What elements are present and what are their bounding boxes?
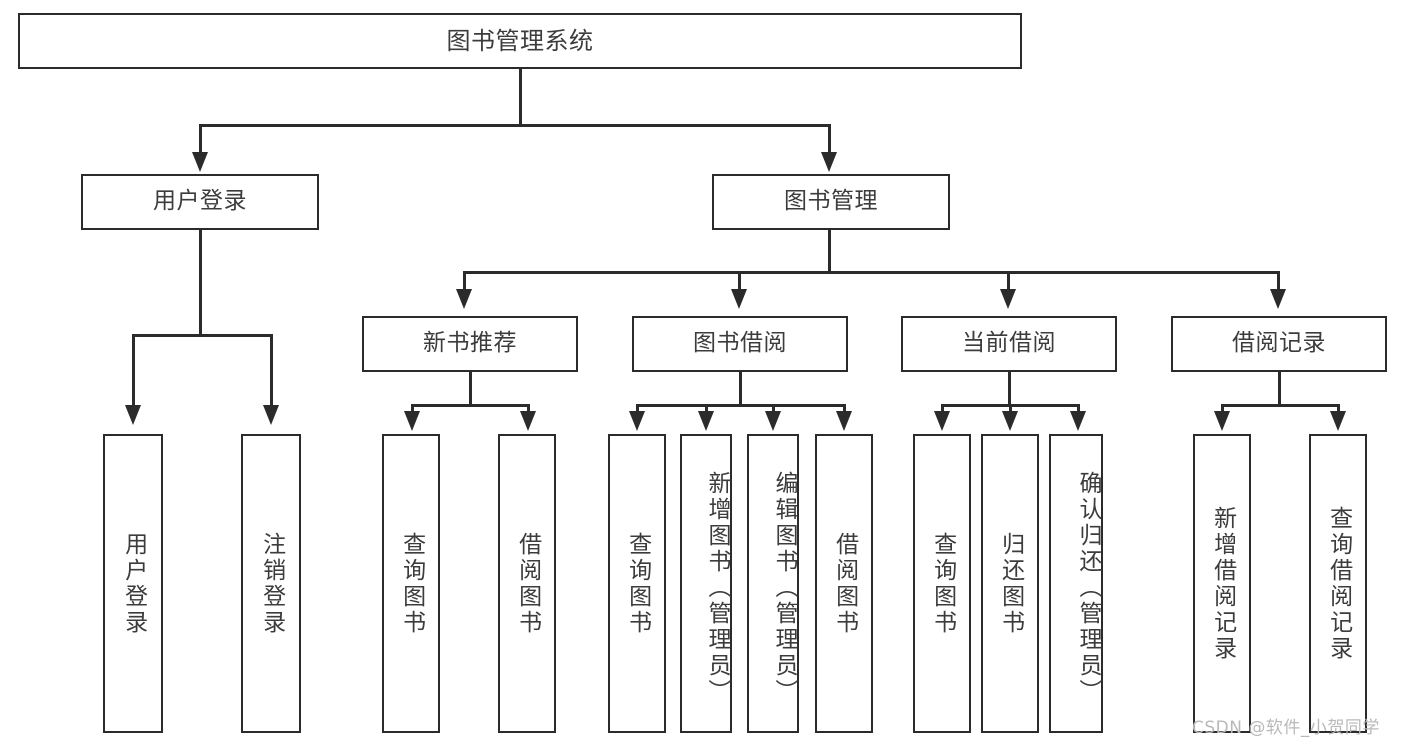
connector-new-book-trunk <box>469 372 472 406</box>
arrowhead-book-mgmt <box>821 152 837 172</box>
connector-borrow-record-to-leaf-1 <box>1221 404 1224 416</box>
node-book-borrow[interactable]: 图书借阅 <box>632 316 848 372</box>
arrowhead-current-borrow-leaf-2 <box>1002 411 1018 431</box>
leaf-borrow-add-book-admin[interactable]: 新增图书（管理员） <box>680 434 732 733</box>
arrowhead-current-borrow-leaf-1 <box>934 411 950 431</box>
node-book-management[interactable]: 图书管理 <box>712 174 950 230</box>
arrowhead-user-login <box>192 152 208 172</box>
arrowhead-new-book-recommend <box>456 289 472 309</box>
connector-book-borrow-trunk <box>739 372 742 406</box>
connector-user-login-bus <box>132 334 272 337</box>
connector-borrow-record-trunk <box>1278 372 1281 406</box>
leaf-borrow-query-book[interactable]: 查询图书 <box>608 434 666 733</box>
connector-book-borrow-bus <box>636 404 845 407</box>
connector-current-borrow-to-leaf-1 <box>941 404 944 416</box>
arrowhead-book-borrow <box>731 289 747 309</box>
leaf-logout[interactable]: 注销登录 <box>241 434 301 733</box>
connector-book-mgmt-to-child-3 <box>1007 271 1010 293</box>
connector-current-borrow-to-leaf-2 <box>1009 404 1012 416</box>
connector-book-borrow-to-leaf-3 <box>772 404 775 416</box>
arrowhead-new-book-leaf-1 <box>404 411 420 431</box>
node-root-system[interactable]: 图书管理系统 <box>18 13 1022 69</box>
connector-user-login-to-leaf-1 <box>132 334 135 410</box>
connector-book-mgmt-bus <box>463 271 1279 274</box>
arrowhead-book-borrow-leaf-3 <box>765 411 781 431</box>
connector-user-login-to-leaf-2 <box>270 334 273 410</box>
connector-current-borrow-trunk <box>1008 372 1011 406</box>
connector-book-mgmt-to-child-2 <box>738 271 741 293</box>
node-current-borrow[interactable]: 当前借阅 <box>901 316 1117 372</box>
connector-current-borrow-to-leaf-3 <box>1077 404 1080 416</box>
leaf-borrow-borrow-book[interactable]: 借阅图书 <box>815 434 873 733</box>
arrowhead-borrow-record-leaf-1 <box>1214 411 1230 431</box>
connector-book-borrow-to-leaf-4 <box>843 404 846 416</box>
connector-book-mgmt-to-child-4 <box>1277 271 1280 293</box>
connector-book-borrow-to-leaf-2 <box>705 404 708 416</box>
arrowhead-book-borrow-leaf-1 <box>629 411 645 431</box>
connector-root-bus <box>199 124 831 127</box>
leaf-borrow-edit-book-admin[interactable]: 编辑图书（管理员） <box>747 434 799 733</box>
arrowhead-new-book-leaf-2 <box>520 411 536 431</box>
leaf-recommend-query-book[interactable]: 查询图书 <box>382 434 440 733</box>
leaf-user-login[interactable]: 用户登录 <box>103 434 163 733</box>
connector-new-book-to-leaf-2 <box>527 404 530 416</box>
csdn-watermark: CSDN @软件_小贺同学 <box>1192 718 1380 738</box>
arrowhead-borrow-record-leaf-2 <box>1330 411 1346 431</box>
node-borrow-record[interactable]: 借阅记录 <box>1171 316 1387 372</box>
arrowhead-user-login-leaf-2 <box>263 405 279 425</box>
leaf-current-confirm-return-admin[interactable]: 确认归还（管理员） <box>1049 434 1103 733</box>
connector-book-borrow-to-leaf-1 <box>636 404 639 416</box>
connector-root-trunk <box>519 69 522 126</box>
arrowhead-book-borrow-leaf-4 <box>836 411 852 431</box>
connector-user-login-trunk <box>199 230 202 336</box>
arrowhead-current-borrow-leaf-3 <box>1070 411 1086 431</box>
leaf-current-query-book[interactable]: 查询图书 <box>913 434 971 733</box>
arrowhead-book-borrow-leaf-2 <box>698 411 714 431</box>
node-new-book-recommend[interactable]: 新书推荐 <box>362 316 578 372</box>
connector-root-to-user-login <box>199 124 202 160</box>
arrowhead-user-login-leaf-1 <box>125 405 141 425</box>
connector-new-book-bus <box>411 404 529 407</box>
connector-book-mgmt-to-child-1 <box>463 271 466 293</box>
connector-borrow-record-to-leaf-2 <box>1337 404 1340 416</box>
connector-root-to-book-mgmt <box>828 124 831 160</box>
leaf-recommend-borrow-book[interactable]: 借阅图书 <box>498 434 556 733</box>
connector-book-mgmt-trunk <box>828 230 831 273</box>
arrowhead-borrow-record <box>1270 289 1286 309</box>
connector-borrow-record-bus <box>1221 404 1339 407</box>
leaf-current-return-book[interactable]: 归还图书 <box>981 434 1039 733</box>
leaf-record-add-borrow-record[interactable]: 新增借阅记录 <box>1193 434 1251 733</box>
connector-new-book-to-leaf-1 <box>411 404 414 416</box>
node-user-login[interactable]: 用户登录 <box>81 174 319 230</box>
leaf-record-query-borrow-record[interactable]: 查询借阅记录 <box>1309 434 1367 733</box>
arrowhead-current-borrow <box>1000 289 1016 309</box>
